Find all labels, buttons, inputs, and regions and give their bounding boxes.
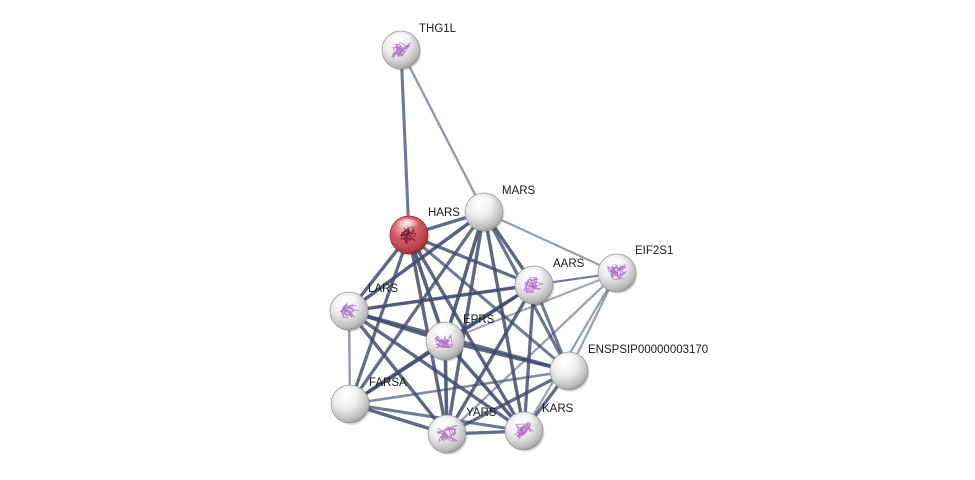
node-highlight [604,257,628,271]
node-highlight [434,418,458,432]
node-label-kars: KARS [542,403,574,415]
edge-mars-kars [482,210,526,433]
node-highlight [337,388,361,402]
node-label-mars: MARS [502,185,536,197]
node-eif2s1[interactable]: EIF2S1 [597,245,673,294]
node-highlight [388,34,412,48]
edge-thg1l-hars [399,48,411,237]
node-highlight [556,355,580,369]
node-eprs[interactable]: EPRS [425,314,495,362]
edge-hars-enspsip00000003170 [407,233,571,373]
node-highlight [471,196,495,210]
edge-thg1l-mars [399,48,486,214]
node-yars[interactable]: YARS [427,407,497,455]
node-kars[interactable]: KARS [504,403,574,452]
node-label-yars: YARS [466,407,497,419]
edge-mars-lars [347,210,486,313]
edge-aars-yars [445,283,536,436]
node-highlight [511,415,535,429]
edge-hars-kars [407,233,526,433]
node-hars[interactable]: HARS [389,207,460,256]
edge-mars-eprs [443,210,486,343]
node-highlight [396,219,420,233]
node-farsa[interactable]: FARSA [330,377,407,425]
node-label-thg1l: THG1L [419,23,457,35]
node-label-enspsip00000003170: ENSPSIP00000003170 [588,344,708,356]
node-enspsip00000003170[interactable]: ENSPSIP00000003170 [549,344,708,392]
node-label-eif2s1: EIF2S1 [635,245,673,257]
node-label-aars: AARS [553,258,585,270]
edge-eif2s1-yars [445,271,619,436]
edge-eif2s1-lars [347,271,619,313]
edge-eif2s1-eprs [443,271,619,343]
node-mars[interactable]: MARS [464,185,536,233]
node-label-farsa: FARSA [369,377,407,389]
edge-enspsip00000003170-farsa [348,369,571,406]
node-aars[interactable]: AARS [514,258,585,306]
edge-mars-eif2s1 [482,210,619,275]
node-highlight [521,269,545,283]
node-highlight [432,325,456,339]
node-thg1l[interactable]: THG1L [381,23,457,71]
node-label-eprs: EPRS [463,314,495,326]
node-lars[interactable]: LARS [329,283,398,332]
node-highlight [336,295,360,309]
edge-hars-aars [407,233,536,287]
edge-mars-yars [445,210,486,436]
edge-aars-lars [347,283,536,313]
node-label-lars: LARS [368,283,398,295]
edge-eprs-kars [443,339,526,433]
node-label-hars: HARS [428,207,460,219]
edge-eprs-enspsip00000003170 [443,339,571,373]
edge-mars-farsa [348,210,486,406]
edge-aars-kars [522,283,536,433]
